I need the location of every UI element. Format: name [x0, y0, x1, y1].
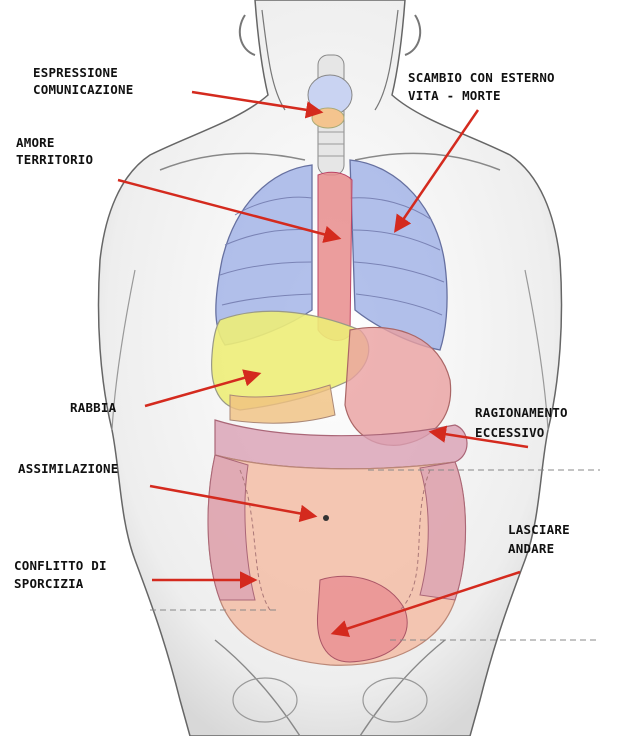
label-rabbia: RABBIA	[70, 400, 117, 415]
label-conflitto: CONFLITTO DI	[14, 558, 107, 573]
label-espressione: ESPRESSIONE	[33, 65, 118, 80]
label-amore: AMORE	[16, 135, 55, 150]
heart	[318, 172, 352, 340]
label-scambio: SCAMBIO CON ESTERNO	[408, 70, 555, 85]
label-ragionamento: RAGIONAMENTO	[475, 405, 568, 420]
label-lasciare: LASCIARE	[508, 522, 570, 537]
intestines	[208, 455, 465, 665]
label-sporcizia: SPORCIZIA	[14, 576, 84, 591]
label-comunicazione: COMUNICAZIONE	[33, 82, 133, 97]
label-andare: ANDARE	[508, 541, 554, 556]
label-territorio: TERRITORIO	[16, 152, 93, 167]
label-eccessivo: ECCESSIVO	[475, 425, 545, 440]
label-assimilazione: ASSIMILAZIONE	[18, 461, 118, 476]
label-vita-morte: VITA - MORTE	[408, 88, 501, 103]
